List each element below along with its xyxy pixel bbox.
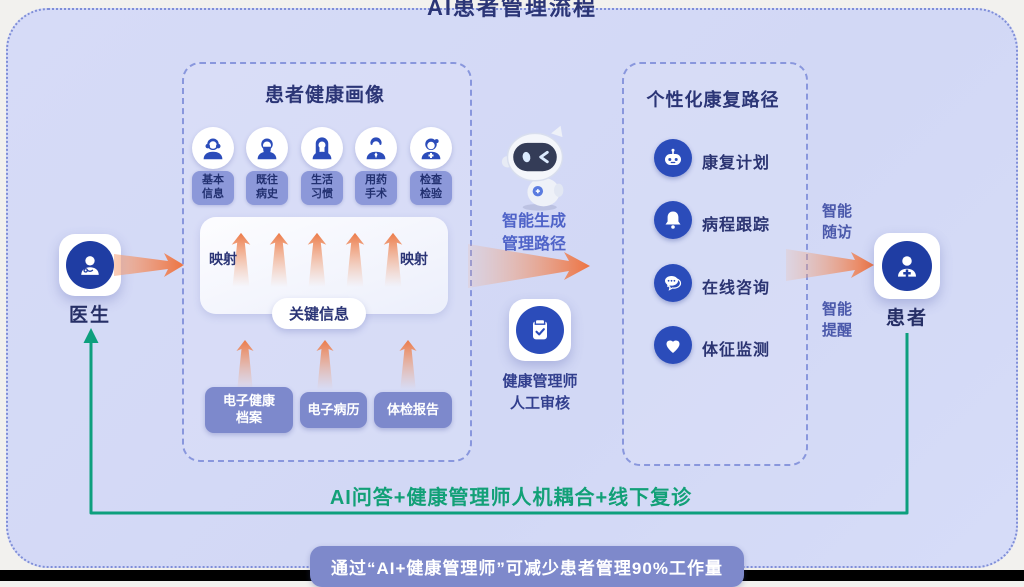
source-box-emr: 电子病历 — [300, 392, 367, 428]
manual-review-caption: 健康管理师 人工审核 — [502, 373, 578, 412]
rehab-item-consult: 在线咨询 — [702, 280, 771, 297]
bottom-banner: 通过“AI+健康管理师”可减少患者管理90%工作量 — [310, 546, 744, 587]
suit-man-avatar-icon — [355, 127, 397, 169]
review-tile — [509, 299, 571, 361]
profile-to-rehab-arrow — [468, 244, 590, 288]
loop-caption: AI问答+健康管理师人机耦合+线下复诊 — [329, 487, 693, 509]
rehab-box-title: 个性化康复路径 — [646, 90, 780, 110]
avatar-tag-medical-history: 既往 病史 — [246, 171, 288, 205]
ai-generate-caption: 智能生成 管理路径 — [501, 213, 566, 254]
avatar-tag-life-habits: 生活 习惯 — [301, 171, 343, 205]
avatar-tag-examination: 检查 检验 — [410, 171, 452, 205]
source-box-ehr: 电子健康 档案 — [205, 387, 293, 433]
doctor-to-profile-arrow — [114, 253, 184, 277]
mapping-up-arrow — [383, 232, 403, 288]
doctor-label: 医生 — [68, 305, 111, 326]
heart-icon — [654, 326, 692, 364]
rehab-item-monitoring: 体征监测 — [702, 342, 771, 359]
mapping-label-left: 映射 — [209, 251, 237, 267]
rehab-to-patient-arrow — [786, 249, 874, 281]
doctor-tile — [59, 234, 121, 296]
robot-head-icon — [654, 139, 692, 177]
patient-tile — [874, 233, 940, 299]
ai-robot-icon — [501, 125, 564, 211]
mapping-up-arrow — [231, 232, 251, 288]
mapping-up-arrow — [307, 232, 327, 288]
source-box-checkup-report: 体检报告 — [374, 392, 452, 428]
rehab-path-box — [622, 62, 808, 466]
rehab-item-plan: 康复计划 — [702, 155, 771, 172]
smart-followup-caption: 智能 随访 — [822, 203, 853, 241]
avatar-tag-medication-surgery: 用药 手术 — [355, 171, 397, 205]
avatar-tag-basic-info: 基本 信息 — [192, 171, 234, 205]
mapping-label-right: 映射 — [400, 251, 428, 267]
patient-icon — [882, 241, 932, 291]
profile-box-title: 患者健康画像 — [264, 85, 385, 106]
nurse-avatar-icon — [410, 127, 452, 169]
smart-reminder-caption: 智能 提醒 — [822, 301, 853, 339]
key-info-pill: 关键信息 — [272, 298, 367, 329]
woman-curly-avatar-icon — [192, 127, 234, 169]
rehab-item-tracking: 病程跟踪 — [702, 217, 771, 234]
chat-bubbles-icon — [654, 264, 692, 302]
bell-icon — [654, 201, 692, 239]
patient-label: 患者 — [885, 308, 928, 329]
mapping-up-arrow — [269, 232, 289, 288]
masked-person-avatar-icon — [246, 127, 288, 169]
doctor-icon — [66, 241, 114, 289]
clipboard-check-icon — [516, 306, 564, 354]
page-title: AI患者管理流程 — [426, 0, 597, 20]
source-up-arrow — [236, 340, 254, 390]
longhair-woman-avatar-icon — [301, 127, 343, 169]
source-up-arrow — [399, 340, 417, 390]
source-up-arrow — [316, 340, 334, 390]
mapping-up-arrow — [345, 232, 365, 288]
